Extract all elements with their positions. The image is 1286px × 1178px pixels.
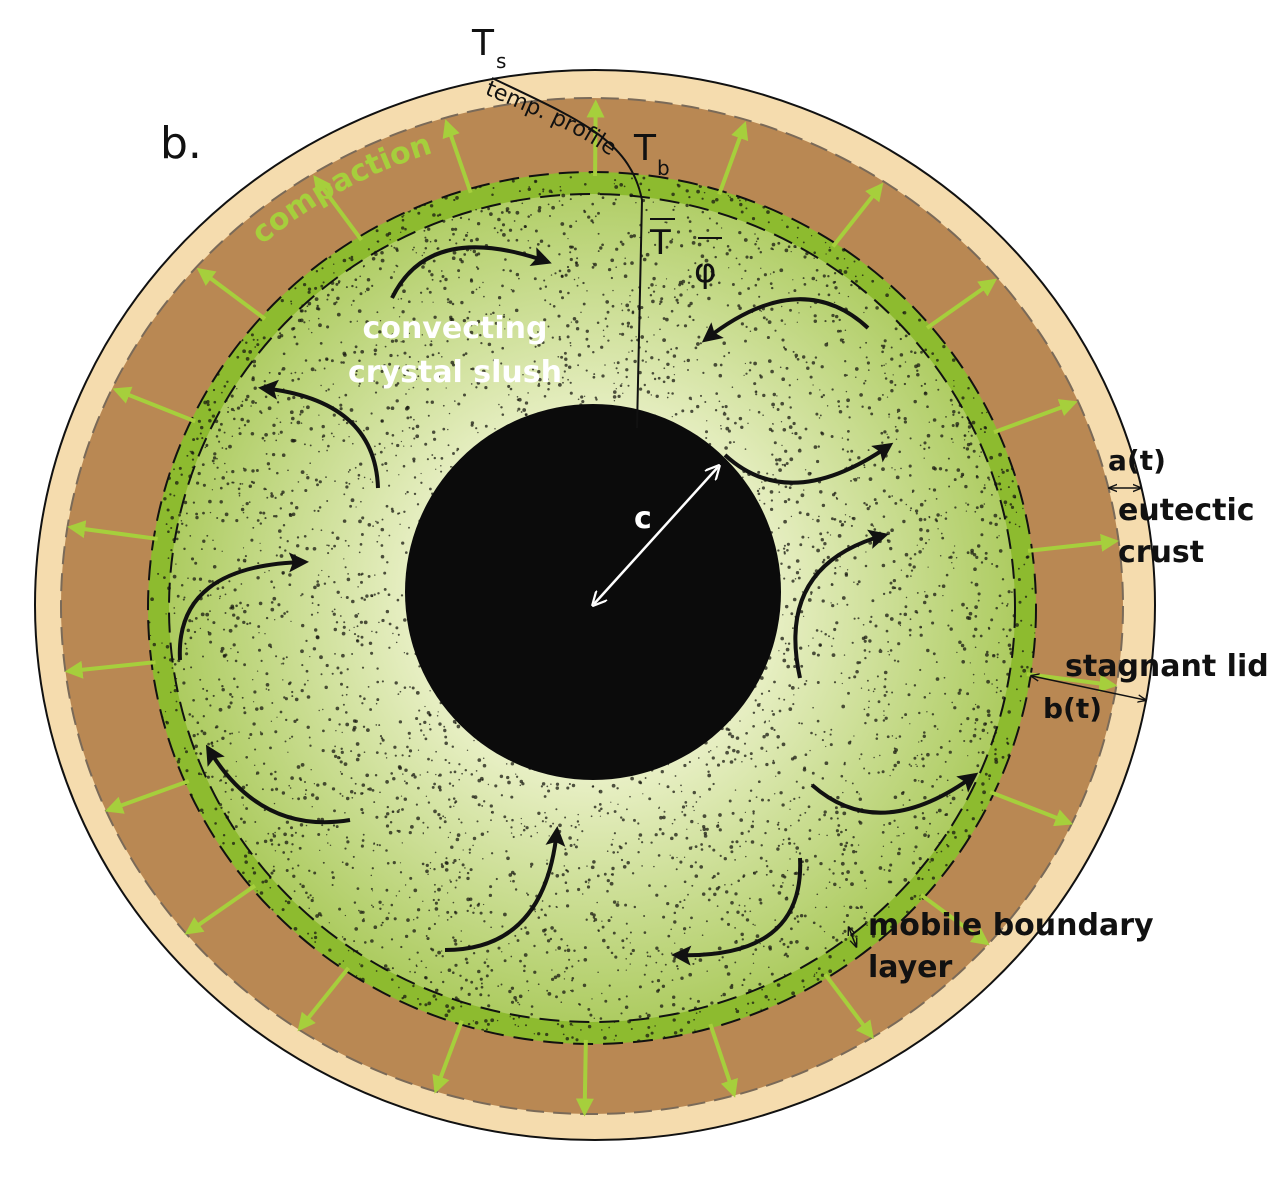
compaction-arrow [112,386,196,424]
crystal-slush-label: crystal slush [348,355,562,390]
convection-arrows [177,245,979,966]
mean-porosity-label: φ [694,251,716,291]
panel-label: b. [160,118,202,169]
convection-arrow [723,442,894,485]
tb-subscript: b [657,156,670,180]
core [405,404,781,780]
lid-thickness-arrow [1032,676,1145,700]
convection-arrow [444,826,566,952]
temperature-profile-line [491,77,644,429]
crust-thickness-label: a(t) [1108,444,1166,477]
compaction-arrow [575,1039,594,1117]
compaction-arrow [1027,533,1119,553]
compaction-arrow [104,779,190,814]
ts-label: T [471,23,495,64]
compaction-arrow [432,1019,464,1094]
compaction-arrow [717,121,749,196]
mobile-boundary-label: mobile boundary [868,908,1154,943]
convection-arrow [177,552,309,661]
layer-label: layer [868,950,953,985]
convecting-label: convecting [363,311,548,346]
compaction-arrow [184,884,257,935]
convection-arrow [810,772,979,815]
compaction-arrow [64,660,156,679]
compaction-arrow [297,966,351,1032]
compaction-arrow [196,267,267,321]
compaction-arrow [989,790,1074,827]
boundary-dashed-outer [147,171,1037,1045]
compaction-arrow [586,99,605,177]
compaction-arrow [823,973,874,1040]
tb-label: T [633,128,657,169]
core-radius-arrow [594,467,718,604]
eutectic-label: eutectic [1118,493,1255,528]
compaction-arrow [993,399,1078,435]
ts-subscript: s [496,49,506,73]
boundary-layer-thickness-arrow [849,928,856,946]
compaction-arrow [831,182,884,248]
convection-arrow [671,857,803,966]
compaction-arrow [442,119,473,194]
stagnant-lid-label: stagnant lid [1065,649,1269,684]
mean-temperature-label: T [649,223,671,263]
compaction-arrow [313,174,364,242]
convection-arrow [205,744,351,825]
crust-label: crust [1118,535,1204,570]
core-radius-label: c [634,501,652,536]
convection-arrow [793,529,889,679]
convection-arrow [701,297,870,343]
compaction-arrow [67,520,158,541]
convection-arrow [390,245,552,299]
compaction-arrow [925,278,998,330]
lid-thickness-label: b(t) [1043,692,1102,725]
compaction-arrow [919,893,990,946]
compaction-arrow [708,1023,738,1098]
convection-arrow [258,379,380,489]
boundary-dashed-inner [168,193,1016,1023]
